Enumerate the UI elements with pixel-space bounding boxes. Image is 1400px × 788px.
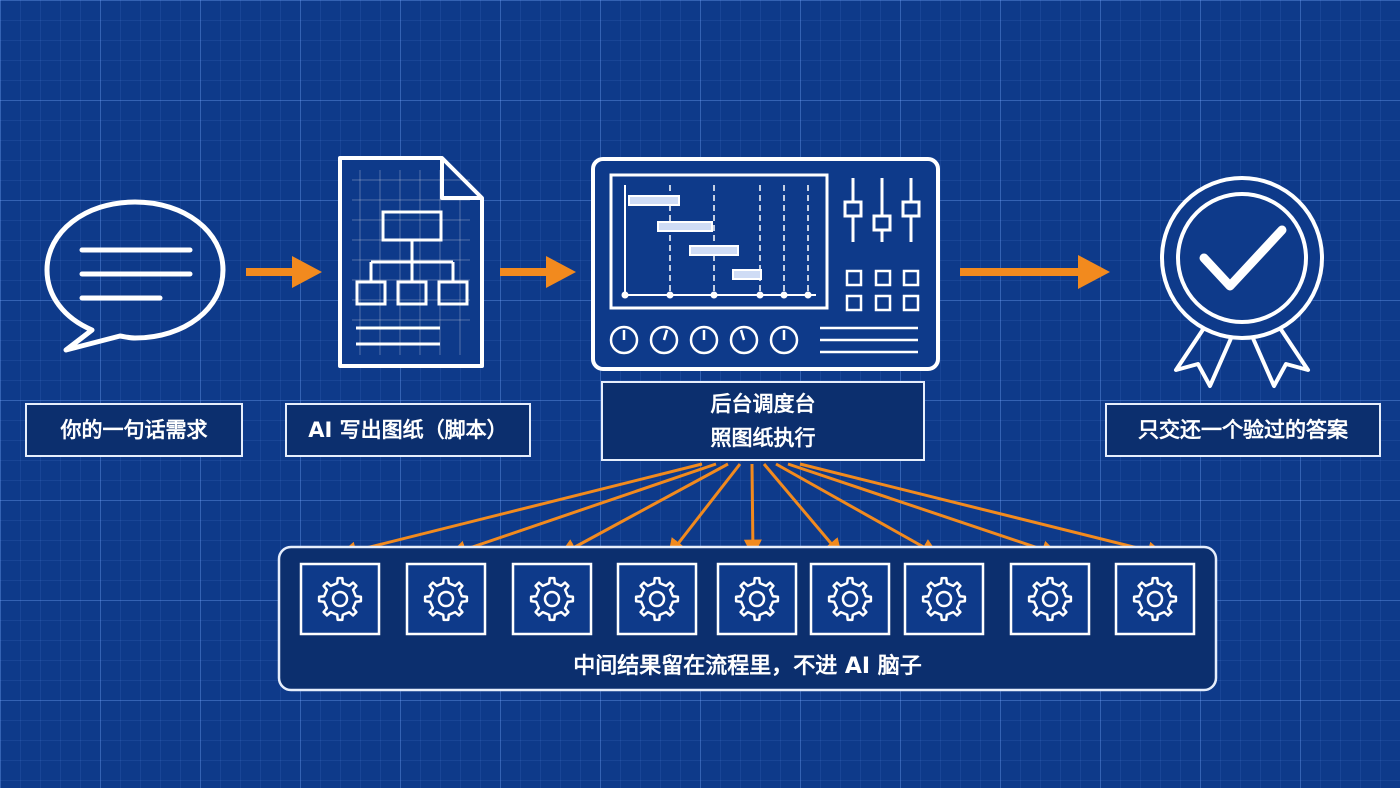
gear-icon [1027,576,1073,622]
verified-badge-icon [1160,176,1324,388]
gear-icon [529,576,575,622]
worker-panel-caption: 中间结果留在流程里，不进 AI 脑子 [573,654,922,679]
worker-box-9 [1114,562,1196,636]
worker-box-4 [616,562,698,636]
worker-box-3 [511,562,593,636]
gear-icon [921,576,967,622]
dispatch-label-line1: 后台调度台 [710,392,816,416]
gear-icon [734,576,780,622]
dispatch-label-line2: 照图纸执行 [710,426,816,450]
document-flowchart-icon [338,156,484,368]
dispatch-console-icon [591,157,940,371]
gear-icon [827,576,873,622]
gear-icon [317,576,363,622]
worker-box-2 [405,562,487,636]
worker-box-5 [716,562,798,636]
dispatch-arrows [338,462,1166,560]
worker-box-8 [1009,562,1091,636]
gear-icon [634,576,680,622]
gear-icon [423,576,469,622]
worker-box-7 [903,562,985,636]
step-label-script: AI 写出图纸（脚本） [285,403,531,457]
worker-box-1 [299,562,381,636]
gear-icon [1132,576,1178,622]
speech-bubble-icon [44,199,226,353]
worker-boxes [299,562,1196,636]
worker-box-6 [809,562,891,636]
step-label-dispatch: 后台调度台 照图纸执行 [601,381,925,461]
step-label-answer: 只交还一个验过的答案 [1105,403,1381,457]
step-label-request: 你的一句话需求 [25,403,243,457]
